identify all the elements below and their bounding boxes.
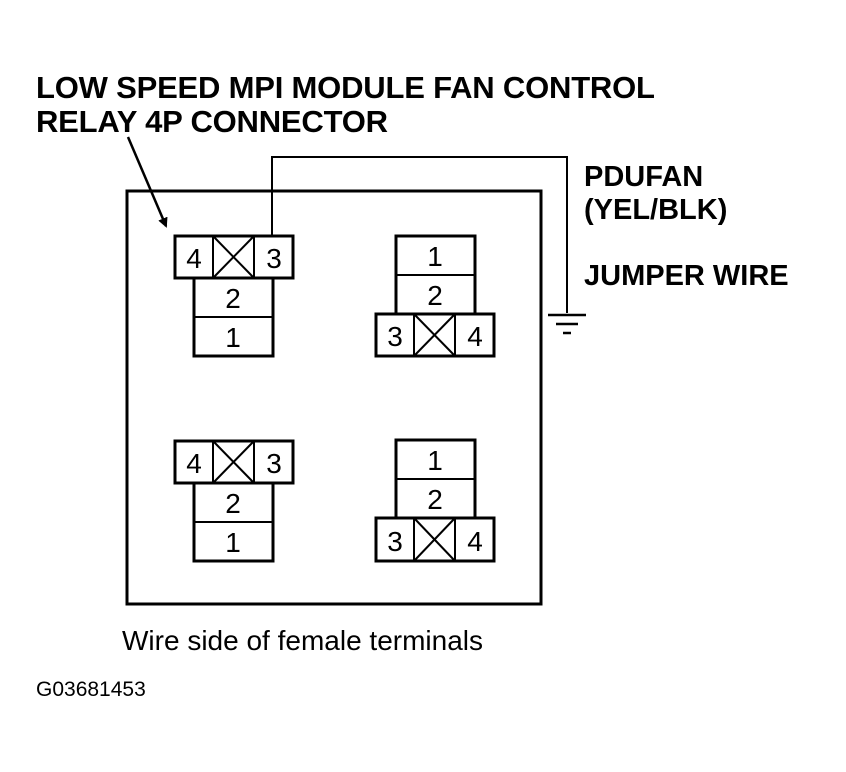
connector-title-line-2: RELAY 4P CONNECTOR — [36, 104, 388, 139]
connector-title-line-1: LOW SPEED MPI MODULE FAN CONTROL — [36, 70, 655, 105]
connector-bottom-left: 4 3 2 1 — [173, 439, 295, 563]
terminal-1: 1 — [427, 241, 443, 272]
wire-name-label: PDUFAN — [584, 161, 704, 193]
terminal-3: 3 — [266, 448, 282, 479]
terminal-4: 4 — [467, 526, 483, 557]
terminal-2: 2 — [427, 484, 443, 515]
terminal-4: 4 — [186, 448, 202, 479]
terminal-4: 4 — [467, 321, 483, 352]
terminal-4: 4 — [186, 243, 202, 274]
jumper-wire-label: JUMPER WIRE — [584, 260, 789, 292]
ground-symbol — [548, 313, 586, 335]
connector-top-left: 4 3 2 1 — [173, 234, 295, 358]
terminal-2: 2 — [427, 280, 443, 311]
terminal-3: 3 — [266, 243, 282, 274]
terminal-3: 3 — [387, 526, 403, 557]
terminal-2: 2 — [225, 283, 241, 314]
pointer-arrow — [126, 136, 168, 228]
connector-bottom-right: 1 2 3 4 — [374, 438, 496, 563]
connector-top-right: 1 2 3 4 — [374, 234, 496, 358]
diagram-caption: Wire side of female terminals — [122, 625, 484, 656]
connector-frame — [125, 189, 543, 606]
terminal-1: 1 — [427, 445, 443, 476]
jumper-wire — [271, 156, 568, 313]
wire-color-label: (YEL/BLK) — [584, 194, 728, 226]
terminal-1: 1 — [225, 527, 241, 558]
terminal-2: 2 — [225, 488, 241, 519]
terminal-1: 1 — [225, 322, 241, 353]
terminal-3: 3 — [387, 321, 403, 352]
figure-id: G03681453 — [36, 678, 146, 701]
